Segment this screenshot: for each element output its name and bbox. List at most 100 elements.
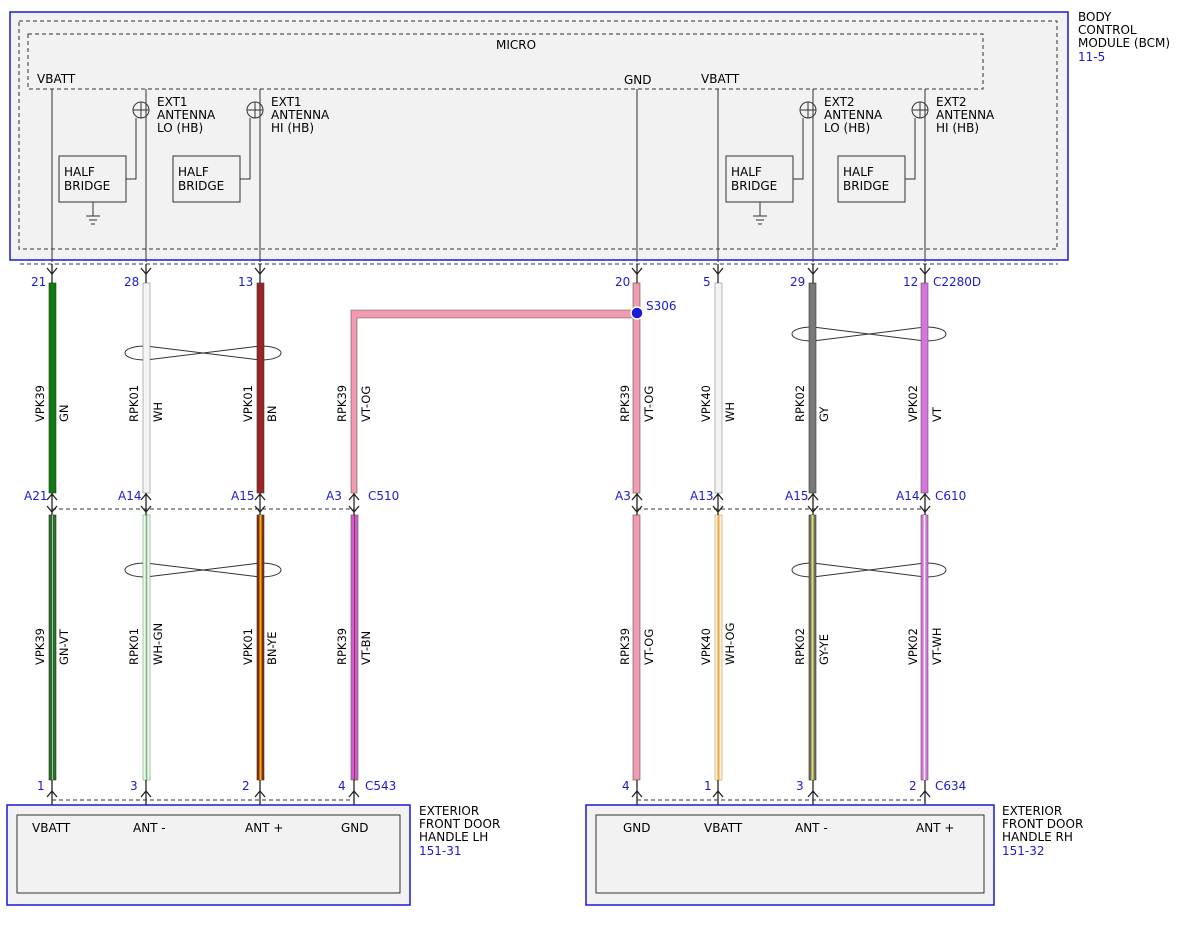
splice-s306[interactable] bbox=[630, 306, 644, 320]
connector-name[interactable]: C610 bbox=[935, 489, 966, 503]
terminal-label: VBATT bbox=[32, 821, 71, 835]
ground-icon bbox=[86, 202, 100, 225]
wire-color-label: BN-YE bbox=[265, 631, 279, 665]
pin-label: 28 bbox=[124, 275, 139, 289]
wire-color-label: VT bbox=[930, 406, 944, 422]
svg-text:HI (HB): HI (HB) bbox=[271, 121, 314, 135]
wire-circuit-label: VPK39 bbox=[33, 628, 47, 665]
ext2-antenna-hi: EXT2 ANTENNA HI (HB) bbox=[911, 95, 995, 135]
wire-circuit-label: RPK01 bbox=[127, 628, 141, 665]
connector-name[interactable]: C543 bbox=[365, 779, 396, 793]
bcm-name-line-3: MODULE (BCM) bbox=[1078, 36, 1170, 50]
micro-label: MICRO bbox=[496, 38, 536, 52]
bcm-ref-link[interactable]: 11-5 bbox=[1078, 50, 1105, 64]
pin-label: 3 bbox=[796, 779, 804, 793]
wire-circuit-label: VPK02 bbox=[906, 385, 920, 422]
wire-color-label: GN-VT bbox=[57, 628, 71, 665]
pin-label: 21 bbox=[31, 275, 46, 289]
handle-lh-ref-link[interactable]: 151-31 bbox=[419, 844, 462, 858]
svg-text:HALF: HALF bbox=[178, 165, 209, 179]
svg-text:BRIDGE: BRIDGE bbox=[178, 179, 224, 193]
svg-text:ANTENNA: ANTENNA bbox=[936, 108, 995, 122]
wire-vpk01-bn bbox=[256, 282, 265, 494]
svg-text:LO (HB): LO (HB) bbox=[824, 121, 870, 135]
wire-circuit-label: RPK02 bbox=[793, 385, 807, 422]
wire-color-label: WH bbox=[151, 402, 165, 422]
handle-rh-name-line-3: HANDLE RH bbox=[1002, 830, 1073, 844]
lower-wires: VPK39 GN-VT RPK01 WH-GN VPK01 BN-YE RPK3… bbox=[33, 514, 947, 781]
wire-vpk01-bn-ye bbox=[256, 514, 265, 781]
connector-name[interactable]: C634 bbox=[935, 779, 966, 793]
pin-label: A14 bbox=[118, 489, 141, 503]
svg-text:HI (HB): HI (HB) bbox=[936, 121, 979, 135]
svg-text:HALF: HALF bbox=[731, 165, 762, 179]
pin-label: 2 bbox=[242, 779, 250, 793]
wire-vpk02-vt bbox=[920, 282, 929, 494]
svg-text:ANTENNA: ANTENNA bbox=[157, 108, 216, 122]
inline-connector-c610: A3 A13 A15 A14 C610 bbox=[615, 489, 966, 510]
micro-block bbox=[27, 33, 984, 90]
pin-label: A13 bbox=[690, 489, 713, 503]
pin-label: A14 bbox=[896, 489, 919, 503]
bcm-inner-dashed bbox=[18, 20, 1058, 250]
wire-circuit-label: VPK01 bbox=[241, 385, 255, 422]
svg-text:HALF: HALF bbox=[843, 165, 874, 179]
terminal-label: ANT + bbox=[245, 821, 283, 835]
wire-rpk01-wh bbox=[142, 282, 151, 494]
half-bridge-3: HALF BRIDGE bbox=[725, 118, 804, 225]
upper-wires: S306 VPK39 GN RPK01 WH VPK01 BN RPK39 VT… bbox=[33, 282, 947, 494]
pin-label: 4 bbox=[338, 779, 346, 793]
wire-circuit-label: RPK39 bbox=[618, 385, 632, 422]
wire-color-label: WH bbox=[723, 402, 737, 422]
handle-rh-name-line-1: EXTERIOR bbox=[1002, 804, 1062, 818]
pin-label: A15 bbox=[231, 489, 254, 503]
wire-circuit-label: RPK39 bbox=[618, 628, 632, 665]
svg-text:EXT2: EXT2 bbox=[936, 95, 967, 109]
pin-label: A21 bbox=[24, 489, 47, 503]
wire-vpk40-wh bbox=[714, 282, 723, 494]
ground-icon bbox=[753, 202, 767, 225]
half-bridge-4: HALF BRIDGE bbox=[837, 118, 916, 203]
pin-label: 13 bbox=[238, 275, 253, 289]
pin-label: 5 bbox=[703, 275, 711, 289]
wire-rpk02-gy bbox=[808, 282, 817, 494]
connector-name[interactable]: C2280D bbox=[933, 275, 981, 289]
wire-rpk39-vt-bn bbox=[350, 514, 359, 781]
handle-rh-ref-link[interactable]: 151-32 bbox=[1002, 844, 1045, 858]
terminal-label: ANT - bbox=[795, 821, 828, 835]
wire-circuit-label: VPK40 bbox=[699, 628, 713, 665]
ext1-antenna-lo: EXT1 ANTENNA LO (HB) bbox=[132, 95, 216, 135]
wire-rpk01-wh-gn bbox=[142, 514, 151, 781]
wire-color-label: GY bbox=[817, 406, 831, 422]
svg-text:HALF: HALF bbox=[64, 165, 95, 179]
splice-label[interactable]: S306 bbox=[646, 299, 677, 313]
wire-circuit-label: RPK02 bbox=[793, 628, 807, 665]
pin-label: 2 bbox=[909, 779, 917, 793]
handle-rh-name-line-2: FRONT DOOR bbox=[1002, 817, 1083, 831]
wire-vpk40-wh-og bbox=[714, 514, 723, 781]
handle-lh-name-line-2: FRONT DOOR bbox=[419, 817, 500, 831]
wire-color-label: GY-YE bbox=[817, 634, 831, 665]
pin-label: A3 bbox=[615, 489, 631, 503]
half-bridge-2: HALF BRIDGE bbox=[172, 118, 251, 203]
handle-lh-inner bbox=[16, 814, 401, 894]
svg-text:ANTENNA: ANTENNA bbox=[824, 108, 883, 122]
connector-name[interactable]: C510 bbox=[368, 489, 399, 503]
wire-color-label: VT-WH bbox=[930, 627, 944, 665]
pin-label: 3 bbox=[130, 779, 138, 793]
terminal-label: ANT - bbox=[133, 821, 166, 835]
bcm-internal-conductors bbox=[51, 89, 926, 262]
wire-color-label: GN bbox=[57, 404, 71, 422]
pin-label: 1 bbox=[704, 779, 712, 793]
svg-text:BRIDGE: BRIDGE bbox=[731, 179, 777, 193]
terminal-label: ANT + bbox=[916, 821, 954, 835]
wire-circuit-label: VPK02 bbox=[906, 628, 920, 665]
bcm-vbatt-label: VBATT bbox=[37, 72, 76, 86]
bcm-outline bbox=[9, 11, 1069, 261]
handle-rh-module: 4 1 3 2 C634 GND VBATT ANT - ANT + EXTER… bbox=[585, 779, 1083, 906]
svg-text:LO (HB): LO (HB) bbox=[157, 121, 203, 135]
wire-rpk39-vt-og-jumper bbox=[350, 309, 638, 494]
pin-label: A3 bbox=[326, 489, 342, 503]
svg-text:BRIDGE: BRIDGE bbox=[843, 179, 889, 193]
